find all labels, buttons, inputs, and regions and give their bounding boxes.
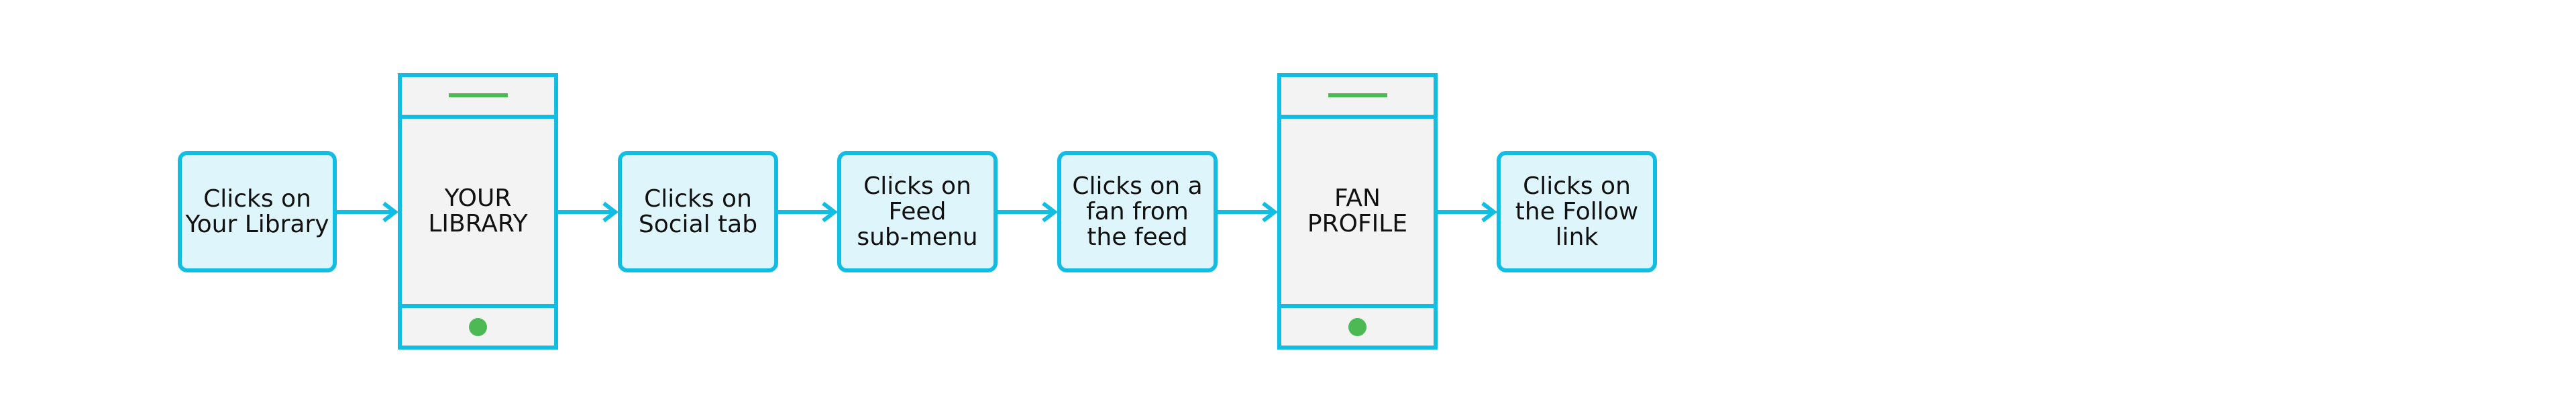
screen-fan-profile: FAN PROFILE	[1277, 73, 1438, 350]
phone-speaker-icon	[448, 93, 508, 97]
step-label: Clicks on Your Library	[185, 185, 329, 238]
phone-bottom-bar	[402, 304, 554, 346]
phone-bottom-bar	[1281, 304, 1434, 346]
phone-speaker-icon	[1328, 93, 1387, 97]
phone-top-bar	[1281, 77, 1434, 119]
step-clicks-on-your-library: Clicks on Your Library	[178, 151, 337, 272]
step-label: Clicks on Social tab	[638, 185, 758, 238]
arrow-connector	[1218, 201, 1278, 223]
phone-top-bar	[402, 77, 554, 119]
screen-your-library: YOUR LIBRARY	[398, 73, 558, 350]
arrow-connector	[337, 201, 398, 223]
step-label: Clicks on a fan from the feed	[1072, 172, 1203, 251]
step-clicks-on-social-tab: Clicks on Social tab	[618, 151, 778, 272]
phone-home-button-icon	[1348, 318, 1366, 336]
screen-label: FAN PROFILE	[1307, 185, 1408, 238]
arrow-connector	[558, 201, 619, 223]
phone-screen: FAN PROFILE	[1281, 119, 1434, 304]
arrow-connector	[998, 201, 1058, 223]
screen-label: YOUR LIBRARY	[428, 185, 528, 238]
step-clicks-on-feed-sub-menu: Clicks on Feed sub-menu	[837, 151, 998, 272]
arrow-connector	[1438, 201, 1497, 223]
arrow-connector	[778, 201, 838, 223]
phone-screen: YOUR LIBRARY	[402, 119, 554, 304]
step-clicks-on-a-fan: Clicks on a fan from the feed	[1057, 151, 1218, 272]
step-label: Clicks on the Follow link	[1515, 172, 1639, 251]
step-label: Clicks on Feed sub-menu	[857, 172, 978, 251]
phone-home-button-icon	[469, 318, 487, 336]
step-clicks-on-the-follow-link: Clicks on the Follow link	[1497, 151, 1657, 272]
